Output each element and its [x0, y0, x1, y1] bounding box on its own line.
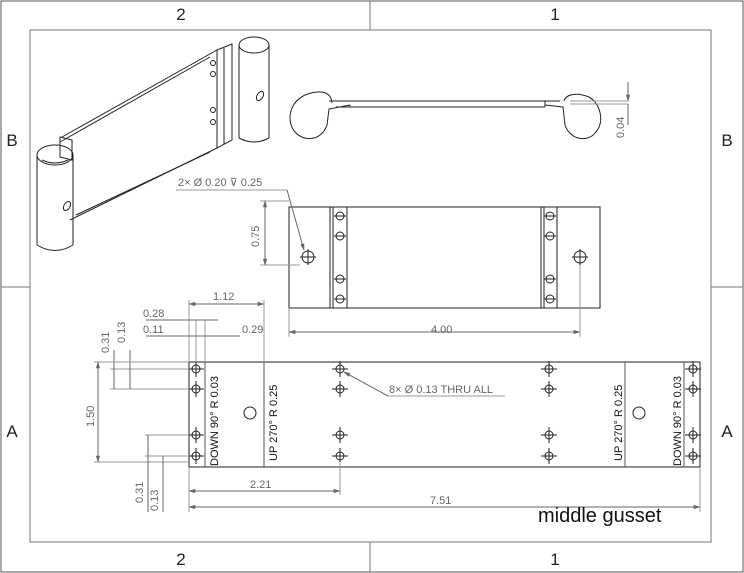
zone-label-left-A: A [6, 422, 18, 441]
dim-flat-1-50: 1.50 [85, 406, 97, 427]
flat-pattern-view [94, 300, 701, 512]
flat-hole-callout: 8× Ø 0.13 THRU ALL [389, 384, 493, 396]
bend-note-right-outer: DOWN 90° R 0.03 [672, 376, 684, 466]
dim-thickness: 0.04 [615, 117, 627, 138]
dim-flat-1-12: 1.12 [213, 291, 234, 303]
zone-label-right-A: A [721, 422, 733, 441]
dim-flat-7-51: 7.51 [430, 495, 451, 507]
dim-flat-0-11: 0.11 [143, 324, 164, 336]
isometric-view [36, 36, 270, 251]
dim-flat-0-29: 0.29 [242, 324, 263, 336]
zone-label-left-B: B [6, 131, 17, 150]
front-view [176, 189, 601, 337]
dim-flat-0-13-bottom: 0.13 [149, 490, 161, 511]
dim-flat-0-13-top: 0.13 [116, 322, 128, 343]
bend-note-left-outer: DOWN 90° R 0.03 [209, 376, 221, 466]
dim-front-height: 0.75 [250, 226, 262, 247]
part-name: middle gusset [538, 505, 662, 527]
zone-label-top-1: 1 [550, 5, 559, 24]
zone-label-right-B: B [721, 131, 732, 150]
dim-flat-0-31-bottom: 0.31 [134, 482, 146, 503]
zone-label-bottom-2: 2 [176, 550, 185, 569]
front-view-holes [300, 211, 588, 304]
bend-note-right-inner: UP 270° R 0.25 [613, 385, 625, 461]
zone-label-top-2: 2 [176, 5, 185, 24]
front-hole-callout: 2× Ø 0.20 ⊽ 0.25 [178, 177, 262, 189]
bend-note-left-inner: UP 270° R 0.25 [268, 385, 280, 461]
dim-flat-0-31-top: 0.31 [100, 332, 112, 353]
flat-pattern-holes [188, 361, 701, 464]
zone-label-bottom-1: 1 [550, 550, 559, 569]
dim-flat-2-21: 2.21 [250, 479, 271, 491]
dim-flat-0-28: 0.28 [143, 308, 164, 320]
top-view [289, 82, 631, 140]
dim-front-width: 4.00 [431, 324, 452, 336]
